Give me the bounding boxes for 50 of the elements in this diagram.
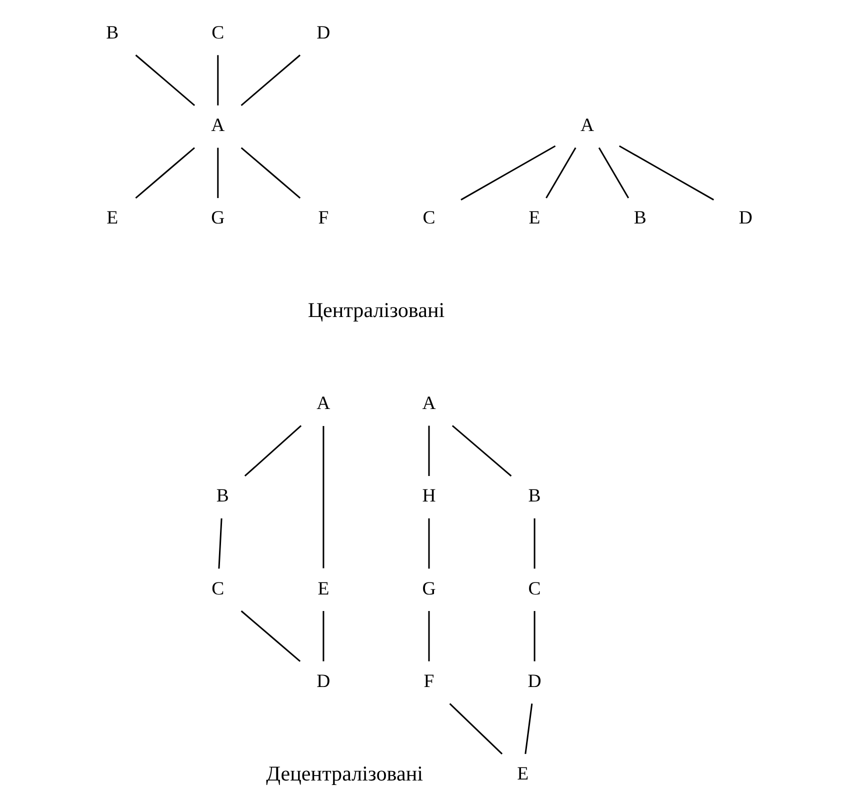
- connector: [533, 518, 535, 569]
- node-text: A: [316, 392, 330, 414]
- connector: [428, 611, 430, 662]
- node-text: E: [317, 578, 329, 600]
- node-text: H: [422, 486, 436, 507]
- connector: [451, 425, 512, 477]
- node-text: C: [422, 208, 435, 229]
- connector: [240, 610, 300, 662]
- connector: [460, 145, 556, 200]
- connector: [134, 147, 194, 199]
- connector: [322, 426, 324, 568]
- node-text: E: [106, 208, 118, 229]
- node-text: D: [527, 670, 541, 692]
- connector: [134, 54, 195, 106]
- node-text: A: [210, 115, 224, 136]
- node-text: E: [528, 208, 540, 229]
- node-text: F: [318, 208, 328, 229]
- node-text: C: [528, 578, 540, 600]
- connector: [428, 518, 430, 569]
- connector: [524, 704, 532, 754]
- connector: [322, 611, 324, 662]
- node-text: A: [422, 392, 436, 414]
- node-text: B: [106, 22, 118, 44]
- connector: [428, 426, 430, 476]
- label: Децентралізовані: [266, 761, 422, 786]
- connector: [618, 145, 714, 200]
- node-text: B: [528, 486, 540, 507]
- node-text: A: [580, 115, 594, 136]
- connector: [218, 518, 222, 569]
- node-text: B: [633, 208, 646, 229]
- connector: [240, 147, 300, 199]
- connector: [545, 147, 576, 198]
- connector: [244, 425, 302, 477]
- connector: [216, 148, 218, 198]
- connector: [448, 703, 502, 754]
- connector: [240, 54, 300, 106]
- connector: [533, 611, 535, 662]
- node-text: G: [422, 578, 436, 600]
- node-text: C: [211, 578, 224, 600]
- node-text: C: [211, 22, 224, 44]
- node-text: D: [316, 670, 330, 692]
- node-text: B: [216, 486, 228, 507]
- node-text: G: [210, 208, 224, 229]
- connector: [598, 147, 629, 198]
- node-text: D: [316, 22, 330, 44]
- node-text: D: [738, 208, 752, 229]
- connector: [216, 55, 218, 106]
- label: Централізовані: [307, 298, 444, 322]
- node-text: F: [423, 670, 434, 692]
- node-text: E: [516, 764, 528, 785]
